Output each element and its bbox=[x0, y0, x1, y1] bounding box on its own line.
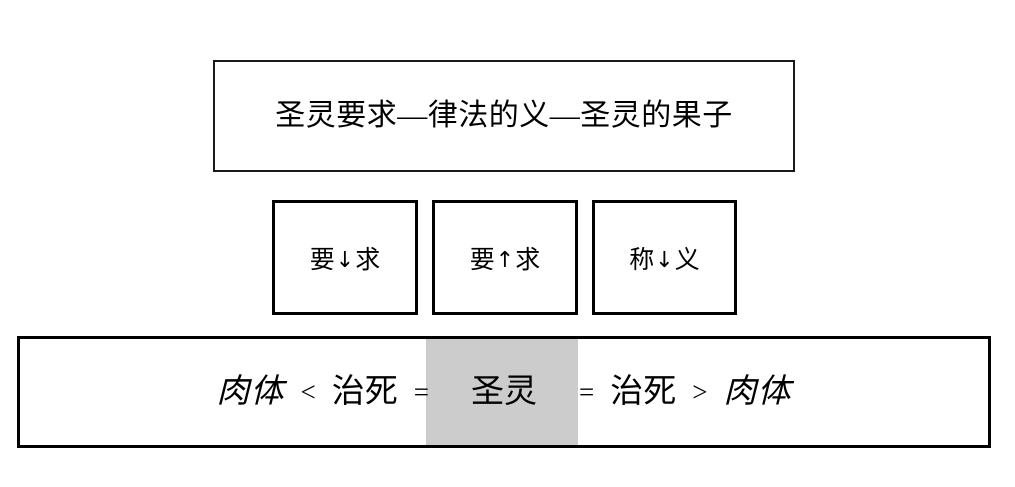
equation-term-mortify-left: 治死 bbox=[331, 373, 398, 410]
middle-box-1-content: 要↑求 bbox=[470, 240, 540, 276]
middle-box-justify-down: 称↓义 bbox=[592, 200, 737, 315]
middle-box-demand-up: 要↑求 bbox=[432, 200, 578, 315]
equation-term-mortify-right: 治死 bbox=[610, 373, 677, 410]
equation-inner: 肉体 < 治死 = 圣灵 = 治死 > 肉体 bbox=[20, 339, 988, 445]
arrow-down-icon: ↓ bbox=[335, 247, 355, 273]
equation-operator-eq-left: = bbox=[413, 376, 429, 407]
middle-box-0-content: 要↓求 bbox=[310, 240, 380, 276]
equation-term-flesh-right: 肉体 bbox=[723, 373, 792, 410]
middle-box-demand-down: 要↓求 bbox=[272, 200, 418, 315]
equation-row: 肉体 < 治死 = 圣灵 = 治死 > 肉体 bbox=[215, 373, 794, 410]
middle-box-0-left-char: 要 bbox=[309, 246, 335, 274]
equation-operator-gt: > bbox=[692, 376, 708, 407]
middle-box-2-content: 称↓义 bbox=[629, 240, 699, 276]
equation-highlight-band bbox=[426, 339, 578, 445]
equation-term-spirit: 圣灵 bbox=[471, 373, 537, 410]
equation-operator-eq-right: = bbox=[579, 376, 595, 407]
equation-box: 肉体 < 治死 = 圣灵 = 治死 > 肉体 bbox=[17, 336, 991, 448]
arrow-up-icon: ↑ bbox=[495, 247, 515, 273]
middle-box-0-right-char: 求 bbox=[355, 246, 381, 274]
arrow-down-icon: ↓ bbox=[655, 247, 674, 273]
middle-box-2-right-char: 义 bbox=[674, 246, 700, 274]
title-box-text: 圣灵要求—律法的义—圣灵的果子 bbox=[275, 99, 733, 132]
middle-box-row: 要↓求 要↑求 称↓义 bbox=[0, 200, 1015, 315]
middle-box-1-right-char: 求 bbox=[515, 246, 541, 274]
equation-operator-lt: < bbox=[300, 376, 316, 407]
equation-term-flesh-left: 肉体 bbox=[216, 373, 285, 410]
middle-box-1-left-char: 要 bbox=[469, 246, 495, 274]
middle-box-2-left-char: 称 bbox=[629, 246, 655, 274]
title-box: 圣灵要求—律法的义—圣灵的果子 bbox=[213, 60, 795, 172]
